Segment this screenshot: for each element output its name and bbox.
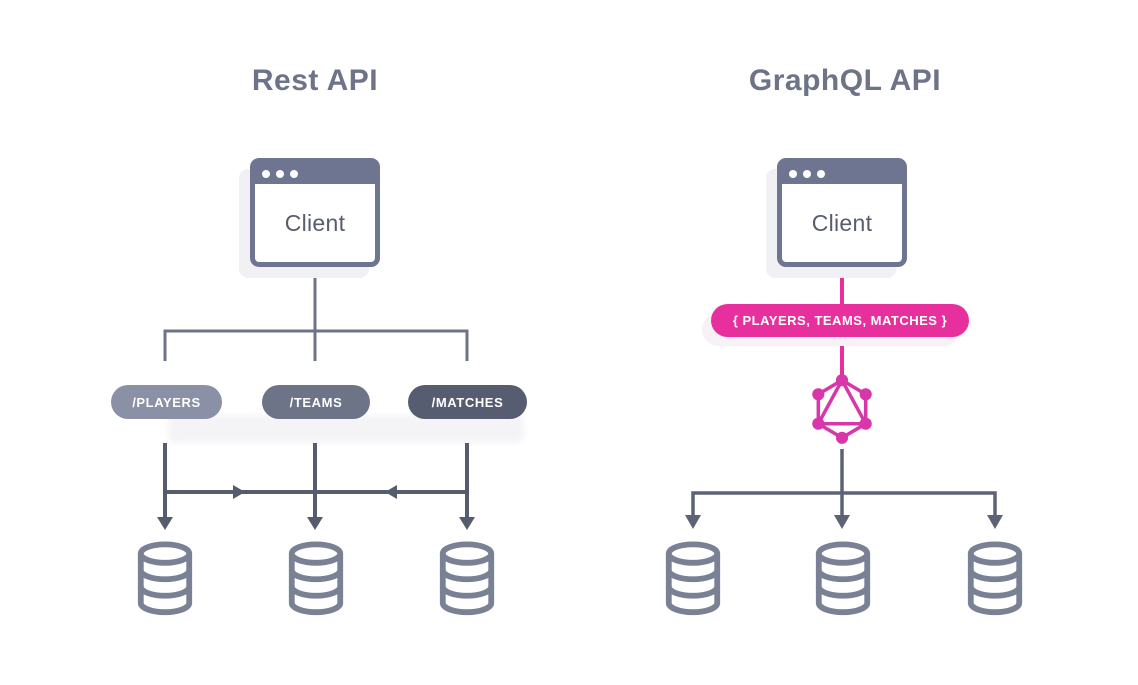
graphql-client-window: Client: [777, 158, 907, 267]
rest-api-title: Rest API: [251, 64, 379, 97]
window-dot-icon: [789, 169, 797, 178]
database-cylinder-icon: [137, 541, 193, 616]
rest-client-label: Client: [284, 209, 346, 236]
endpoint-pills-shadow: [168, 415, 524, 443]
database-cylinder-icon: [967, 541, 1023, 616]
rest-database-teams: [285, 541, 347, 619]
down-arrowhead-icon: [834, 515, 850, 529]
left-arrowhead-icon: [385, 485, 397, 499]
endpoint-pill-teams: /TEAMS: [262, 385, 370, 419]
endpoint-pill-players: /PLAYERS: [111, 385, 222, 419]
database-cylinder-icon: [288, 541, 344, 616]
window-dot-icon: [817, 169, 825, 178]
graphql-hexagon-logo-icon: [812, 374, 872, 444]
graphql-database-players: [662, 541, 724, 619]
window-dot-icon: [290, 169, 298, 178]
graphql-database-teams: [812, 541, 874, 619]
database-cylinder-icon: [815, 541, 871, 616]
down-arrowhead-icon: [459, 517, 475, 530]
right-arrowhead-icon: [233, 485, 245, 499]
rest-arrow-lines: [157, 443, 475, 530]
browser-window-titlebar: [255, 163, 375, 184]
down-arrowhead-icon: [307, 517, 323, 530]
window-dot-icon: [803, 169, 811, 178]
graphql-api-title: GraphQL API: [748, 64, 942, 97]
database-cylinder-icon: [665, 541, 721, 616]
down-arrowhead-icon: [157, 517, 173, 530]
window-dot-icon: [276, 169, 284, 178]
down-arrowhead-icon: [987, 515, 1003, 529]
graphql-database-matches: [964, 541, 1026, 619]
rest-database-matches: [436, 541, 498, 619]
down-arrowhead-icon: [685, 515, 701, 529]
rest-branch-lines: [163, 266, 469, 361]
rest-client-window: Client: [250, 158, 380, 267]
rest-database-players: [134, 541, 196, 619]
window-dot-icon: [262, 169, 270, 178]
database-cylinder-icon: [439, 541, 495, 616]
browser-window-titlebar: [782, 163, 902, 184]
graphql-query-pill: { PLAYERS, TEAMS, MATCHES }: [711, 304, 969, 337]
endpoint-pill-matches: /MATCHES: [408, 385, 527, 419]
graphql-branch-lines: [685, 449, 1003, 529]
graphql-client-label: Client: [811, 209, 873, 236]
